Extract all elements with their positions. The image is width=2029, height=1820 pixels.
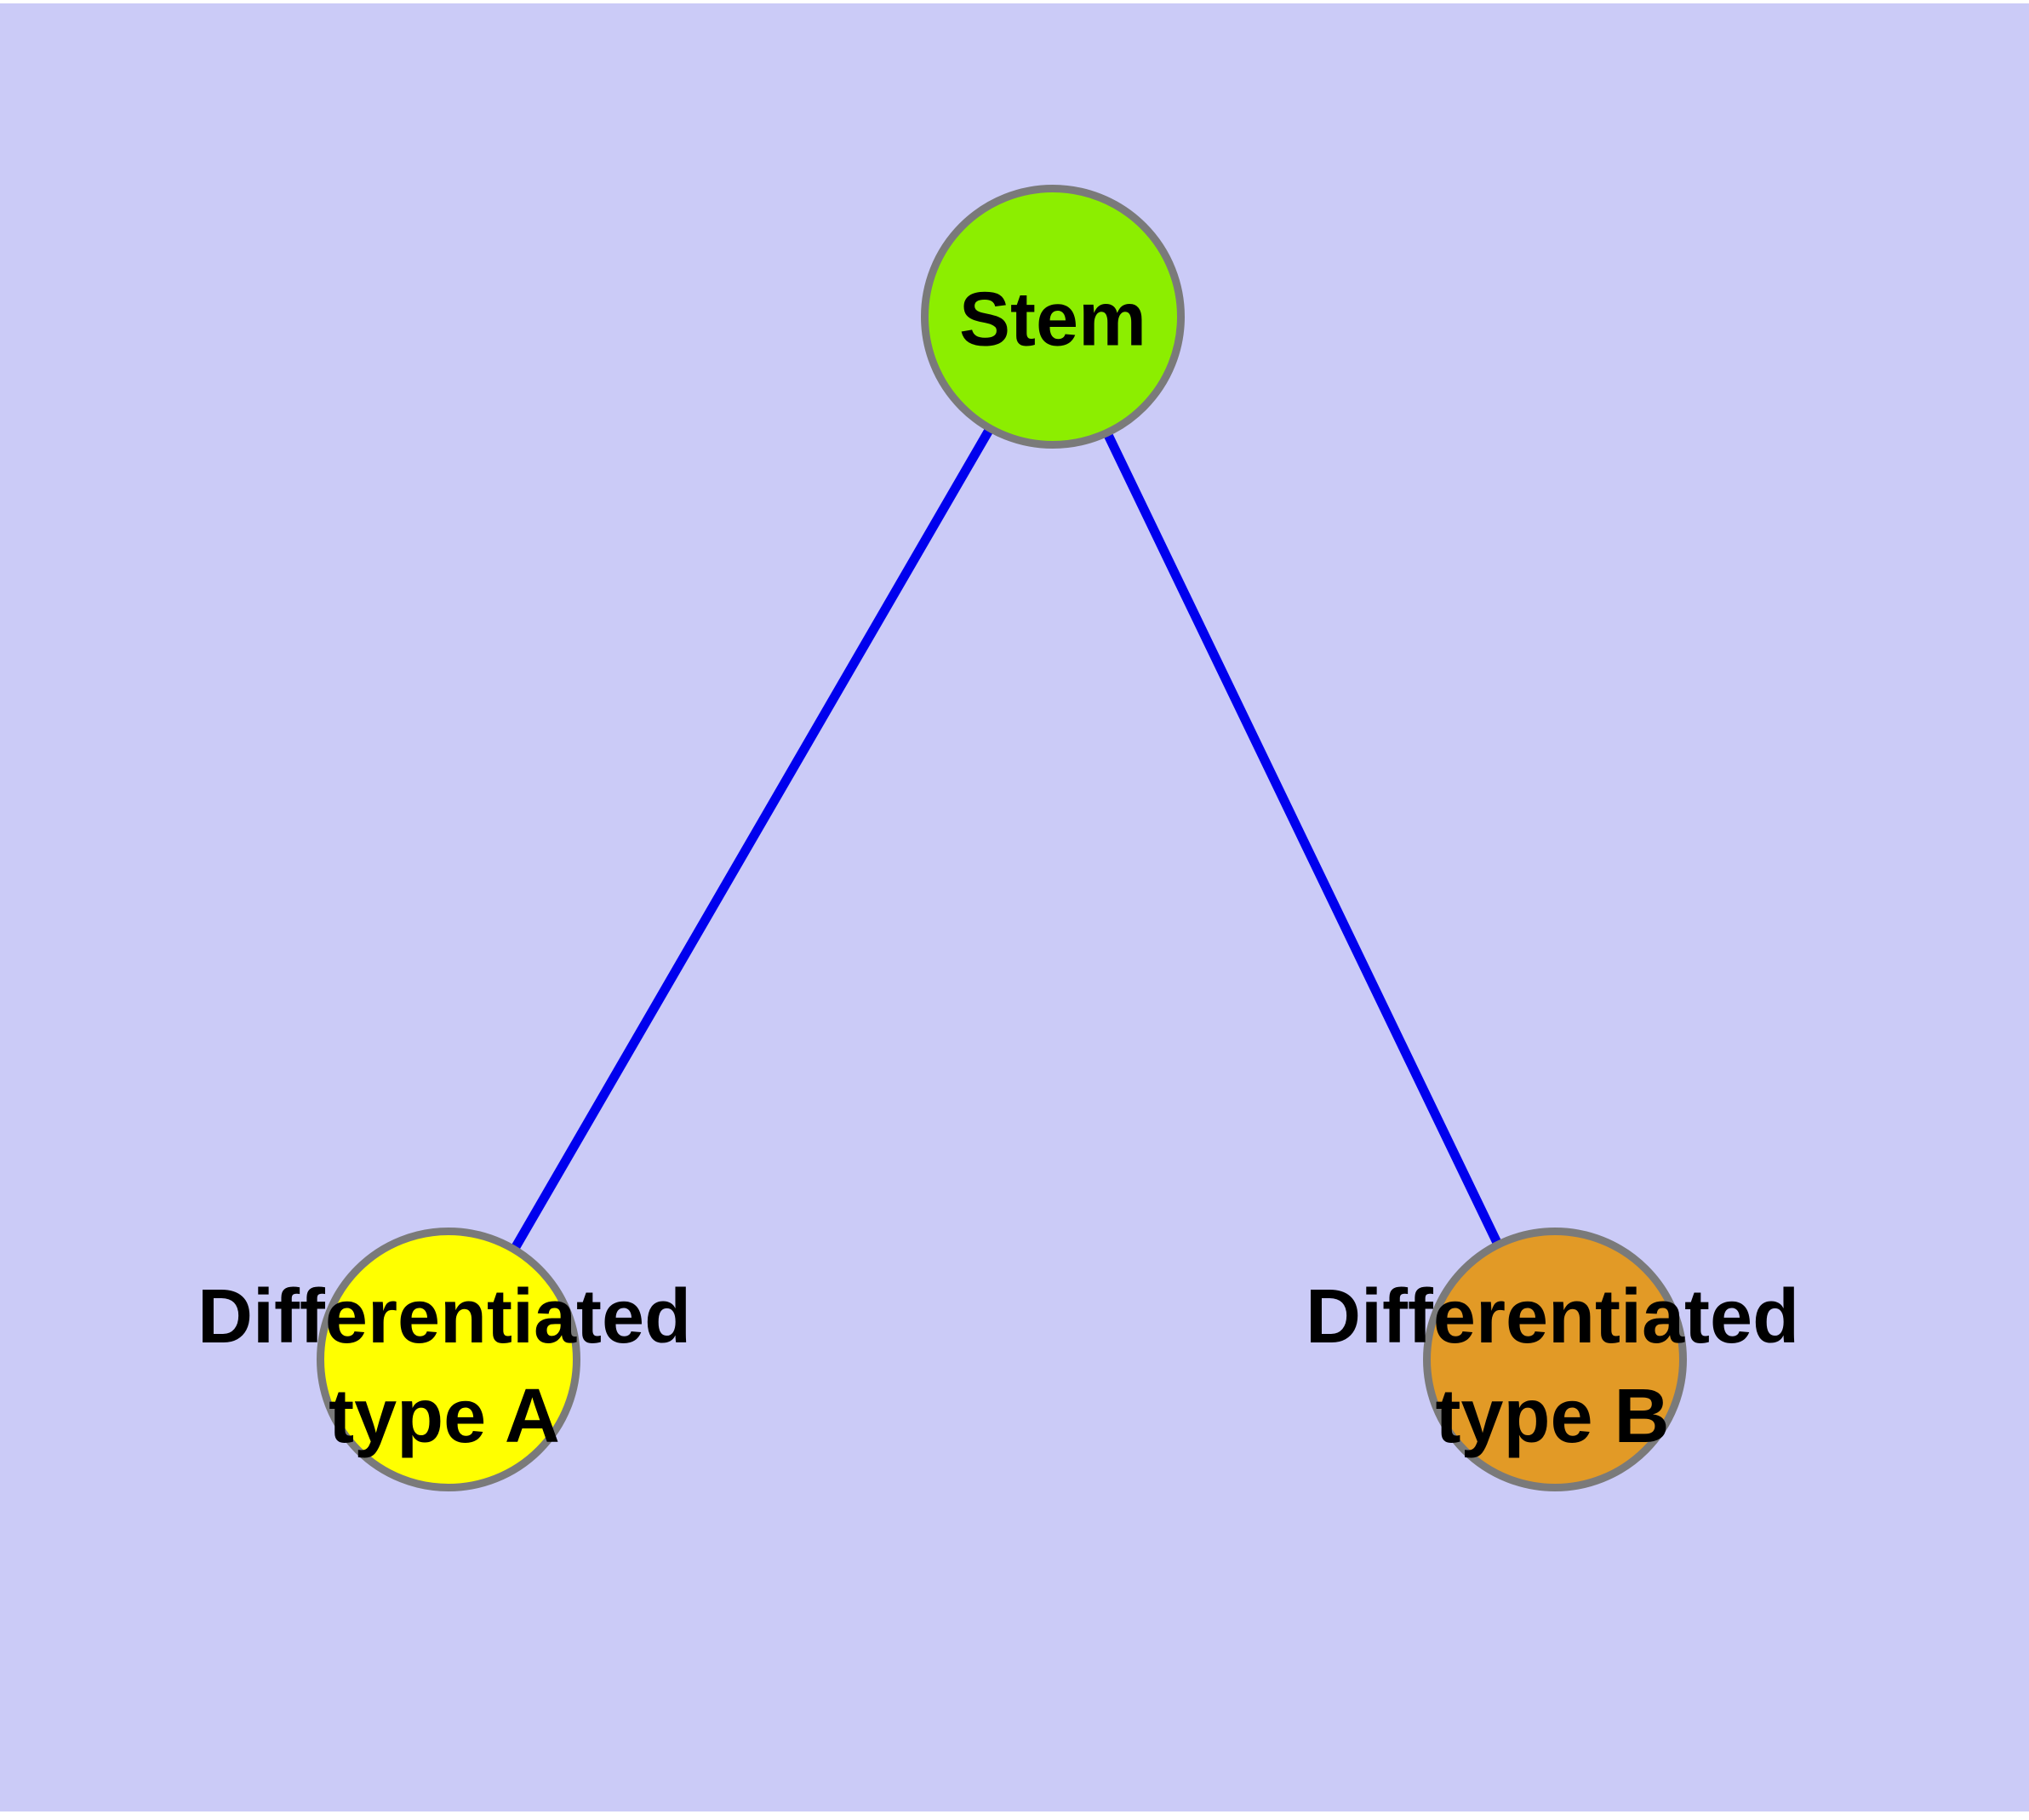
edge-layer [444, 318, 1559, 1365]
edge-stem-to-type-a [444, 318, 1057, 1365]
edge-stem-to-type-b [1049, 318, 1559, 1365]
node-label-type-a-line1: Differentiated [197, 1274, 692, 1359]
node-differentiated-type-b [1423, 1228, 1687, 1491]
node-label-differentiated-type-b: Differentiated type B [1306, 1268, 1799, 1467]
node-label-stem-text: Stem [958, 277, 1147, 363]
node-label-stem: Stem [959, 271, 1146, 370]
node-label-type-b-line2: type B [1435, 1374, 1670, 1459]
node-differentiated-type-a [317, 1228, 580, 1491]
node-label-differentiated-type-a: Differentiated type A [197, 1268, 691, 1467]
node-stem [921, 185, 1185, 449]
diagram-canvas: Stem Differentiated type A Differentiate… [0, 3, 2029, 1811]
node-label-type-a-line2: type A [329, 1374, 560, 1459]
node-label-type-b-line1: Differentiated [1305, 1274, 1800, 1359]
